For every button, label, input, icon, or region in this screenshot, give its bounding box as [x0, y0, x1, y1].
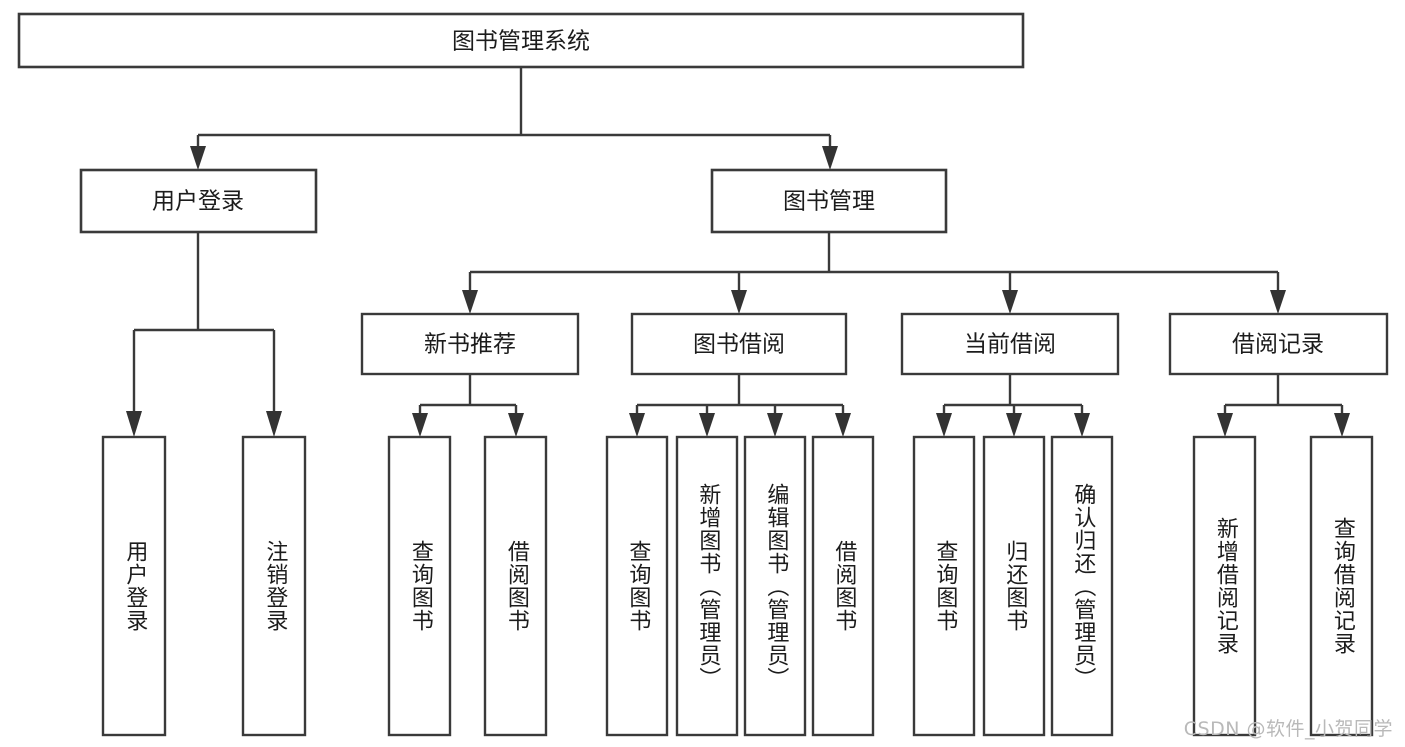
arrow-bm-to-borrow-record: [1270, 290, 1286, 314]
arrow-br-leaf2: [1334, 413, 1350, 437]
node-book-management[interactable]: 图书管理: [710, 168, 948, 234]
current-borrow-label: 当前借阅: [964, 332, 1056, 358]
arrow-nb-leaf2: [508, 413, 524, 437]
book-management-label: 图书管理: [783, 189, 875, 215]
leaf-label: 用户登录: [122, 540, 148, 632]
leaf-user-login[interactable]: 用户登录: [101, 435, 167, 737]
node-user-login[interactable]: 用户登录: [79, 168, 318, 234]
leaf-box[interactable]: [387, 435, 452, 737]
leaf-label-wrap: 查询图书: [625, 540, 651, 632]
root-box[interactable]: [17, 12, 1025, 69]
arrow-bb-leaf4: [835, 413, 851, 437]
leaf-box[interactable]: [101, 435, 167, 737]
node-current-borrow[interactable]: 当前借阅: [900, 312, 1120, 376]
arrow-root-to-user-login: [190, 146, 206, 170]
node-new-book-recommend[interactable]: 新书推荐: [360, 312, 580, 376]
csdn-watermark: CSDN @软件_小贺同学: [1183, 718, 1393, 740]
new-book-recommend-label: 新书推荐: [424, 332, 516, 358]
user-login-label: 用户登录: [152, 189, 244, 215]
connectors-layer: [126, 67, 1350, 437]
node-book-borrow[interactable]: 图书借阅: [630, 312, 848, 376]
arrow-cb-leaf1: [936, 413, 952, 437]
leaf-label: 新增借阅记录: [1212, 517, 1238, 655]
arrow-user-login-leaf2: [266, 411, 282, 437]
leaf-label-wrap: 新增图书（管理员）: [695, 482, 721, 690]
book-borrow-label: 图书借阅: [693, 332, 785, 358]
leaf-add-book-admin[interactable]: 新增图书（管理员）: [675, 435, 739, 737]
arrow-root-to-book-mgmt: [822, 146, 838, 170]
leaf-query-book-current[interactable]: 查询图书: [912, 435, 976, 737]
leaf-box[interactable]: [483, 435, 548, 737]
arrow-br-leaf1: [1217, 413, 1233, 437]
leaf-box[interactable]: [743, 435, 807, 737]
leaf-label: 查询图书: [625, 540, 651, 632]
leaf-query-book-borrow[interactable]: 查询图书: [605, 435, 669, 737]
arrow-bm-to-borrow-book: [731, 290, 747, 314]
leaf-query-borrow-record[interactable]: 查询借阅记录: [1309, 435, 1374, 737]
new-book-recommend-box[interactable]: [360, 312, 580, 376]
leaf-label: 查询借阅记录: [1329, 517, 1355, 655]
leaf-label-wrap: 用户登录: [122, 540, 148, 632]
leaf-box[interactable]: [982, 435, 1046, 737]
leaf-label-wrap: 借阅图书: [831, 540, 857, 632]
arrow-cb-leaf2: [1006, 413, 1022, 437]
arrow-cb-leaf3: [1074, 413, 1090, 437]
leaf-borrow-book-newbook[interactable]: 借阅图书: [483, 435, 548, 737]
user-login-box[interactable]: [79, 168, 318, 234]
arrow-bb-leaf2: [699, 413, 715, 437]
leaf-box[interactable]: [241, 435, 307, 737]
node-root-system[interactable]: 图书管理系统: [17, 12, 1025, 69]
leaf-label-wrap: 注销登录: [262, 540, 288, 632]
arrow-bm-to-current-borrow: [1002, 290, 1018, 314]
arrow-bb-leaf3: [767, 413, 783, 437]
arrow-bb-leaf1: [629, 413, 645, 437]
leaf-label-wrap: 借阅图书: [503, 540, 529, 632]
leaf-label-wrap: 新增借阅记录: [1212, 517, 1238, 655]
leaf-add-borrow-record[interactable]: 新增借阅记录: [1192, 435, 1257, 737]
leaf-query-book-newbook[interactable]: 查询图书: [387, 435, 452, 737]
leaf-box[interactable]: [811, 435, 875, 737]
borrow-record-box[interactable]: [1168, 312, 1389, 376]
arrow-nb-leaf1: [412, 413, 428, 437]
current-borrow-box[interactable]: [900, 312, 1120, 376]
leaf-label: 新增图书（管理员）: [695, 482, 721, 690]
root-label: 图书管理系统: [452, 29, 590, 55]
leaf-label: 借阅图书: [503, 540, 529, 632]
book-borrow-box[interactable]: [630, 312, 848, 376]
leaf-logout-login[interactable]: 注销登录: [241, 435, 307, 737]
leaf-label: 查询图书: [932, 540, 958, 632]
leaf-box[interactable]: [1309, 435, 1374, 737]
leaf-label-wrap: 查询借阅记录: [1329, 517, 1355, 655]
leaf-label: 借阅图书: [831, 540, 857, 632]
arrow-user-login-leaf1: [126, 411, 142, 437]
leaf-box[interactable]: [1192, 435, 1257, 737]
leaf-label: 查询图书: [407, 540, 433, 632]
leaf-label-wrap: 编辑图书（管理员）: [763, 482, 789, 690]
node-borrow-record[interactable]: 借阅记录: [1168, 312, 1389, 376]
leaf-box[interactable]: [605, 435, 669, 737]
leaf-label: 注销登录: [262, 540, 288, 632]
arrow-bm-to-new-book: [462, 290, 478, 314]
leaf-label: 确认归还（管理员）: [1070, 482, 1096, 690]
leaf-borrow-book-borrow[interactable]: 借阅图书: [811, 435, 875, 737]
leaf-label-wrap: 查询图书: [932, 540, 958, 632]
leaf-box[interactable]: [1050, 435, 1114, 737]
leaf-return-book[interactable]: 归还图书: [982, 435, 1046, 737]
book-management-box[interactable]: [710, 168, 948, 234]
leaf-label-wrap: 查询图书: [407, 540, 433, 632]
leaf-label: 编辑图书（管理员）: [763, 482, 789, 690]
borrow-record-label: 借阅记录: [1232, 332, 1324, 358]
leaf-box[interactable]: [912, 435, 976, 737]
leaf-label-wrap: 确认归还（管理员）: [1070, 482, 1096, 690]
leaf-label: 归还图书: [1002, 540, 1028, 632]
leaf-confirm-return-admin[interactable]: 确认归还（管理员）: [1050, 435, 1114, 737]
leaf-label-wrap: 归还图书: [1002, 540, 1028, 632]
leaf-box[interactable]: [675, 435, 739, 737]
leaf-edit-book-admin[interactable]: 编辑图书（管理员）: [743, 435, 807, 737]
